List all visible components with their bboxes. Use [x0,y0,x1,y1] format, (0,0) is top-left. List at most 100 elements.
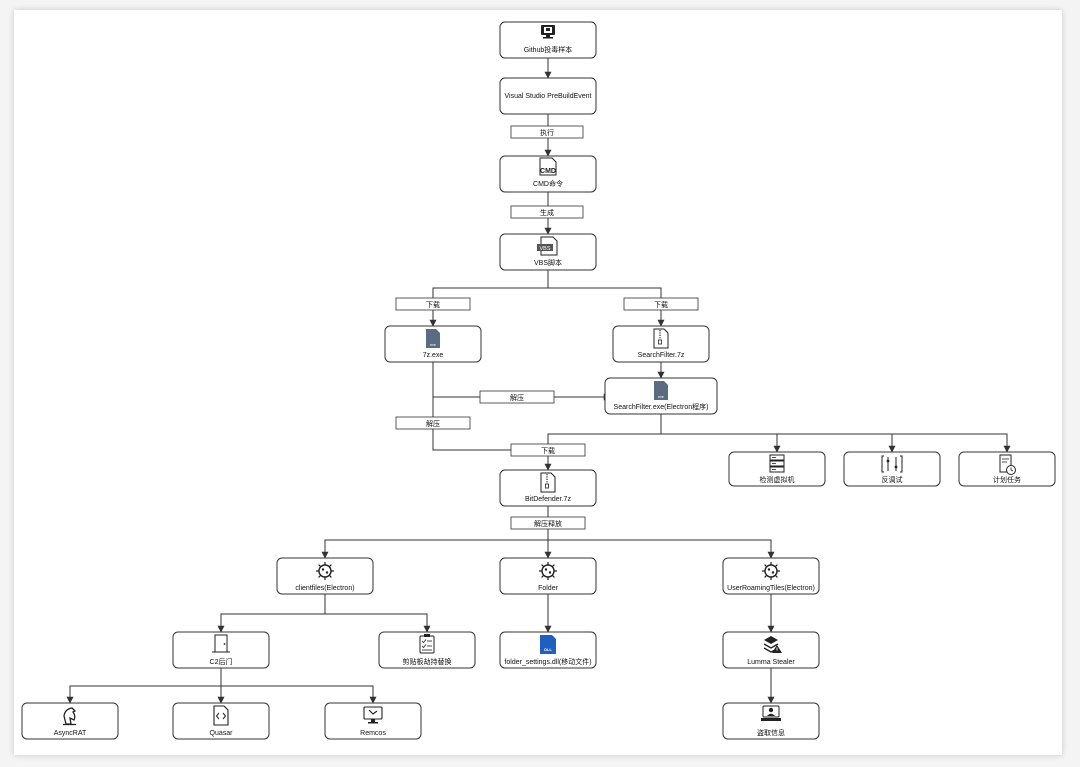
horse-icon [63,707,77,726]
node-label: folder_settings.dll(移动文件) [504,657,591,666]
node-label: Visual Studio PreBuildEvent [504,93,591,100]
dll-file-icon: DLL [540,635,556,654]
virus-icon [762,562,780,580]
node-folder: Folder [499,557,597,595]
scheduled-task-icon [999,454,1016,475]
node-label: BitDefender.7z [525,496,571,503]
node-detect-vm: 检测虚拟机 [728,451,826,487]
door-icon [212,634,230,653]
node-searchfilter-7z: SearchFilter.7z [612,325,710,363]
node-label: Folder [538,585,559,592]
edge-label-download-left: 下载 [395,297,471,311]
edge-labels: 执行 生成 下载 下载 解压 解压 下载 解压释放 [395,125,699,530]
edge-7z-bitdefender [432,362,548,451]
node-label: 计划任务 [993,475,1021,484]
node-label: AsyncRAT [54,730,87,737]
edge-label-download-bitdefender: 下载 [510,443,586,457]
node-label: C2后门 [210,657,233,666]
svg-text:解压: 解压 [510,393,524,402]
node-label: VBS脚本 [534,258,562,267]
node-bitdefender-7z: BitDefender.7z [499,469,597,507]
edge-c2-asyncrat [66,685,221,704]
code-file-icon [213,705,229,726]
stealer-icon [763,636,782,653]
edges [66,58,1011,704]
svg-text:下载: 下载 [654,300,668,309]
edge-label-download-right: 下载 [623,297,699,311]
node-label: Github投毒样本 [524,45,573,54]
node-quasar: Quasar [172,702,270,740]
vbs-file-icon: VBS [537,236,558,256]
node-label: Remcos [360,730,386,737]
node-label: clientfiles(Electron) [295,585,354,592]
svg-text:解压: 解压 [426,419,440,428]
node-remcos: Remcos [324,702,422,740]
remote-desktop-icon [363,706,383,724]
svg-text:下载: 下载 [541,446,555,455]
edge-clientfiles-clipboard [325,613,431,633]
edge-exe-task [892,433,1011,453]
zip-file-icon [540,472,556,493]
edge-label-exec: 执行 [510,125,584,139]
node-vbs: VBS VBS脚本 [499,233,597,271]
zip-file-icon [653,328,669,349]
svg-text:exe: exe [658,395,664,399]
exe-file-icon: exe [426,329,440,348]
node-label: 7z.exe [423,352,444,359]
svg-text:下载: 下载 [426,300,440,309]
virus-icon [539,562,557,580]
edge-exe-antidebug [777,433,896,453]
cmd-file-icon: CMD [539,157,557,176]
node-7z-exe: exe 7z.exe [384,325,482,363]
server-icon [769,454,785,473]
node-label: SearchFilter.7z [638,352,685,359]
edge-bitdefender-userroaming [548,539,775,559]
node-c2-backdoor: C2后门 [172,631,270,669]
node-userroamingtiles: UserRoamingTiles(Electron) [722,557,820,595]
node-label: 盗取信息 [757,728,785,737]
node-label: 反调试 [882,475,903,484]
edge-label-unzip-left: 解压 [395,416,471,430]
svg-text:生成: 生成 [540,208,554,217]
nodes: Github投毒样本 Visual Studio PreBuildEvent C… [21,21,1056,740]
node-searchfilter-exe: exe SearchFilter.exe(Electron程序) [604,377,718,415]
svg-text:解压释放: 解压释放 [534,519,562,528]
node-asyncrat: AsyncRAT [21,702,119,740]
node-lumma-stealer: Lumma Stealer [722,631,820,669]
svg-text:exe: exe [430,343,436,347]
edge-exe-vm [661,433,781,453]
svg-text:DLL: DLL [544,647,552,652]
node-label: UserRoamingTiles(Electron) [727,585,815,592]
node-label: Quasar [210,730,234,737]
svg-text:VBS: VBS [539,246,550,252]
edge-c2-remcos [221,685,377,704]
svg-text:执行: 执行 [540,128,554,137]
clipboard-icon [419,634,435,654]
node-label: CMD命令 [533,179,563,188]
edge-clientfiles-c2 [217,594,326,633]
hacker-icon [761,705,781,721]
edge-exe-bitdefender [544,414,662,471]
node-github: Github投毒样本 [499,21,597,59]
edge-label-unzip-middle: 解压 [479,390,555,404]
svg-text:CMD: CMD [540,168,556,175]
node-label: 检测虚拟机 [760,475,795,484]
node-folder-settings-dll: DLL folder_settings.dll(移动文件) [499,631,597,669]
node-visual-studio: Visual Studio PreBuildEvent [499,77,597,115]
node-clientfiles: clientfiles(Electron) [276,557,374,595]
edge-label-gen: 生成 [510,205,584,219]
exe-file-icon: exe [654,381,668,400]
node-label: Lumma Stealer [747,659,795,666]
edge-bitdefender-clientfiles [321,539,548,559]
node-clipboard-hijack: 剪贴板劫持替换 [378,631,476,669]
monitor-icon [541,25,555,39]
edge-vbs-searchfilter7z [548,287,665,327]
edge-label-unzip-release: 解压释放 [510,516,586,530]
node-label: 剪贴板劫持替换 [403,657,452,666]
flow-diagram: 执行 生成 下载 下载 解压 解压 下载 解压释放 [21,21,1056,740]
node-scheduled-task: 计划任务 [958,451,1056,487]
anti-debug-icon [881,455,903,473]
node-steal-info: 盗取信息 [722,702,820,740]
node-anti-debug: 反调试 [843,451,941,487]
diagram-canvas: 执行 生成 下载 下载 解压 解压 下载 解压释放 [14,10,1062,755]
